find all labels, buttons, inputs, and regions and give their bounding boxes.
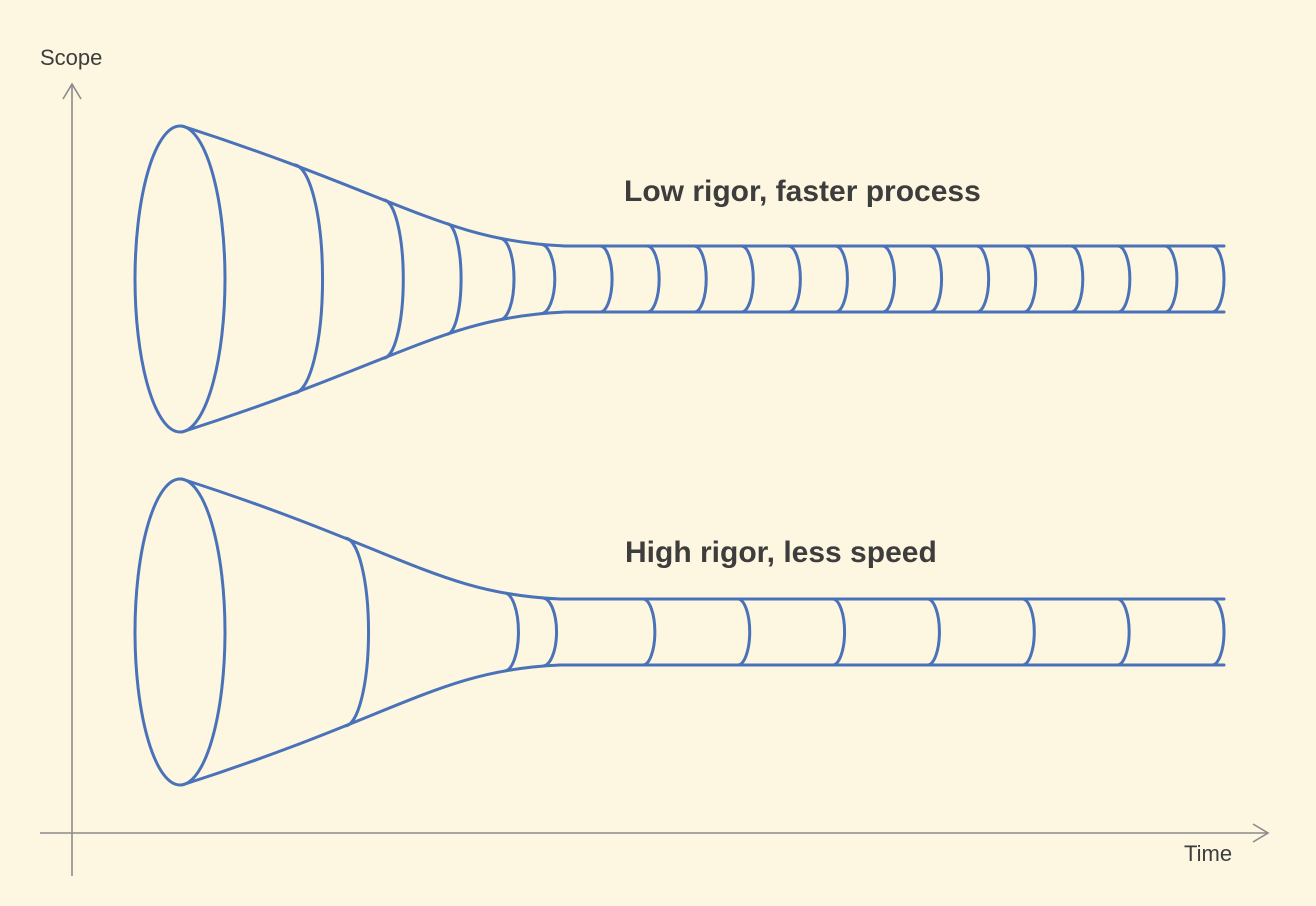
tube-segment-6 [1116, 597, 1131, 667]
funnel-ring-5 [540, 242, 557, 316]
x-axis-label: Time [1184, 841, 1233, 866]
tube-segment-7 [1211, 597, 1226, 667]
funnel-lower-wall [180, 310, 567, 434]
x-axis-arrowhead [1252, 823, 1270, 843]
funnel-ring-1 [344, 536, 370, 728]
tube-segment-14 [1211, 244, 1226, 314]
funnel-label-high-rigor: High rigor, less speed [625, 536, 937, 569]
tube-segment-2 [646, 244, 661, 314]
funnel-mouth [133, 477, 227, 787]
tube-segment-9 [976, 244, 991, 314]
funnel-ring-1 [293, 163, 325, 395]
funnel-low-rigor [133, 124, 1226, 434]
tube-segment-3 [693, 244, 708, 314]
funnel-mouth [133, 124, 227, 434]
funnel-ring-3 [542, 596, 559, 668]
tube-segment-11 [1070, 244, 1085, 314]
funnel-high-rigor [133, 477, 1226, 787]
tube-segment-3 [832, 597, 847, 667]
funnel-upper-wall [180, 477, 562, 601]
tube-segment-5 [788, 244, 802, 314]
tube-segment-12 [1117, 244, 1132, 314]
funnel-ring-2 [383, 198, 405, 360]
funnel-upper-wall [180, 124, 567, 248]
tube-segment-1 [599, 244, 614, 314]
funnel-ring-2 [504, 591, 520, 673]
funnel-ring-4 [499, 236, 516, 322]
y-axis-label: Scope [40, 45, 103, 70]
tube-segment-13 [1164, 244, 1179, 314]
tube-segment-7 [882, 244, 896, 314]
funnel-lower-wall [180, 663, 562, 787]
axes [40, 82, 1270, 876]
tube-segment-4 [927, 597, 941, 667]
tube-segment-1 [642, 597, 657, 667]
tube-segment-4 [741, 244, 755, 314]
tube-segment-6 [835, 244, 849, 314]
funnel-label-low-rigor: Low rigor, faster process [624, 175, 981, 208]
tube-segment-5 [1022, 597, 1036, 667]
tube-segment-10 [1023, 244, 1038, 314]
funnel-ring-3 [446, 222, 463, 336]
tube-segment-2 [737, 597, 752, 667]
y-axis-arrowhead [62, 82, 82, 100]
tube-segment-8 [929, 244, 944, 314]
